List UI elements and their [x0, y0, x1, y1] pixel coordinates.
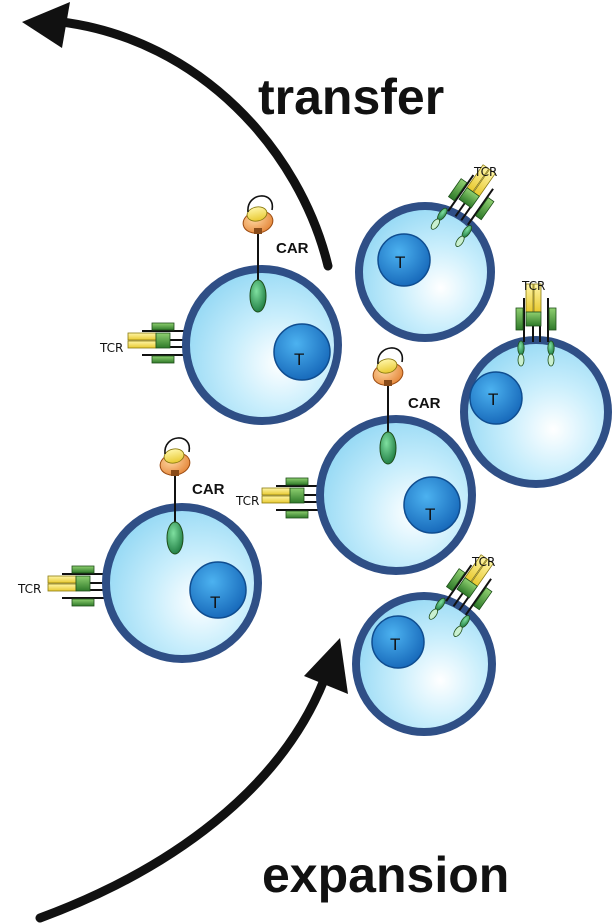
car-label: CAR	[408, 395, 441, 412]
t-cell-label: T	[425, 505, 435, 524]
transfer-arrow	[22, 2, 333, 271]
t-cell: T TCR	[460, 279, 612, 488]
t-cell-label: T	[210, 593, 220, 612]
expansion-label: expansion	[262, 847, 509, 903]
nucleus	[273, 323, 331, 381]
expansion-arrow	[35, 638, 348, 923]
nucleus	[189, 561, 247, 619]
car-label: CAR	[192, 481, 225, 498]
tcr-label: TCR	[17, 582, 41, 596]
t-cell: T TCR	[352, 548, 507, 736]
nucleus	[403, 476, 461, 534]
transfer-label: transfer	[258, 69, 444, 125]
t-cell-label: T	[488, 390, 498, 409]
t-cell-label: T	[395, 253, 405, 272]
tcr-label: TCR	[521, 279, 545, 293]
t-cell-label: T	[294, 350, 304, 369]
tcr-label: TCR	[99, 341, 123, 355]
t-cell: T TCR	[355, 158, 509, 342]
nucleus	[469, 371, 523, 425]
car-t-cell: T CAR TCR	[17, 436, 262, 663]
tcr-label: TCR	[471, 555, 495, 569]
nucleus	[377, 233, 431, 287]
tcr-label: TCR	[235, 494, 259, 508]
t-cell-label: T	[390, 635, 400, 654]
tcr-label: TCR	[473, 165, 497, 179]
car-t-cell: T CAR TCR	[235, 346, 476, 575]
car-label: CAR	[276, 240, 309, 257]
car-t-cell: T CAR TCR	[99, 194, 342, 425]
nucleus	[371, 615, 425, 669]
